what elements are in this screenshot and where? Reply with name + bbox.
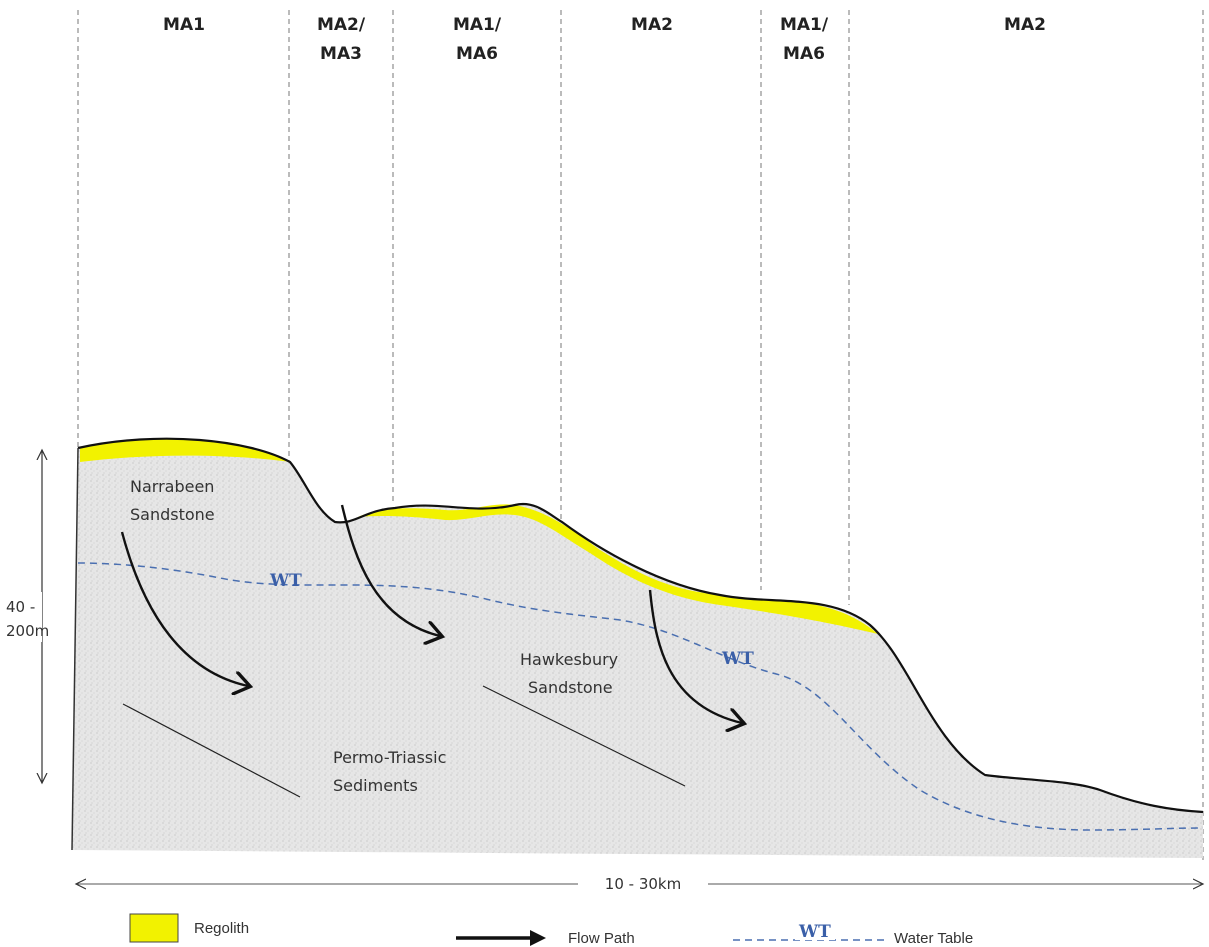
height-dimension-label-line2: 200m [6, 622, 49, 640]
regolith-cap [358, 504, 878, 634]
flow-path-arrow [648, 589, 742, 723]
permo-triassic-label-line2: Sediments [333, 776, 418, 795]
legend-water-table-label: Water Table [894, 930, 973, 947]
legend-regolith-swatch [129, 913, 179, 943]
legend-flow-path-arrowhead [530, 930, 546, 946]
height-dimension-label: 40 - [6, 598, 35, 616]
legend-flow-path-label: Flow Path [568, 930, 635, 947]
zone-label-1: MA1 [163, 15, 205, 35]
zone-label-3: MA1/ [453, 15, 502, 35]
water-table-label: WT [269, 571, 302, 591]
zone-label-4: MA2 [631, 15, 673, 35]
water-table-label: WT [721, 649, 754, 669]
width-dimension-label: 10 - 30km [605, 875, 681, 893]
zone-label-2: MA2/ [317, 15, 366, 35]
zone-label-6: MA2 [1004, 15, 1046, 35]
narrabeen-label-line2: Sandstone [130, 505, 215, 524]
hawkesbury-label: Hawkesbury [520, 650, 618, 669]
zone-label-5-line2: MA6 [783, 44, 825, 64]
zone-dividers [77, 10, 1204, 860]
ground-surface [77, 437, 1204, 814]
zone-label-3-line2: MA6 [456, 44, 498, 64]
left-boundary [71, 447, 79, 851]
zone-label-2-line2: MA3 [320, 44, 362, 64]
regolith-cap [80, 438, 290, 462]
flow-path-arrow [120, 531, 248, 686]
narrabeen-label: Narrabeen [130, 477, 214, 496]
rock-body [72, 438, 1203, 858]
permo-triassic-label: Permo-Triassic [333, 748, 446, 767]
zone-labels: MA1 MA2/ MA3 MA1/ MA6 MA2 MA1/ MA6 MA2 [163, 15, 1046, 64]
flow-path-arrow [340, 504, 440, 636]
legend: Regolith Flow Path WT Water Table [129, 913, 973, 947]
bedding-line [122, 703, 301, 798]
legend-regolith-label: Regolith [194, 920, 249, 937]
bedding-line [482, 685, 686, 787]
flow-paths [120, 504, 742, 723]
water-table-line [77, 562, 1204, 831]
legend-water-table-symbol: WT [798, 922, 831, 942]
hawkesbury-label-line2: Sandstone [528, 678, 613, 697]
zone-label-5: MA1/ [780, 15, 829, 35]
